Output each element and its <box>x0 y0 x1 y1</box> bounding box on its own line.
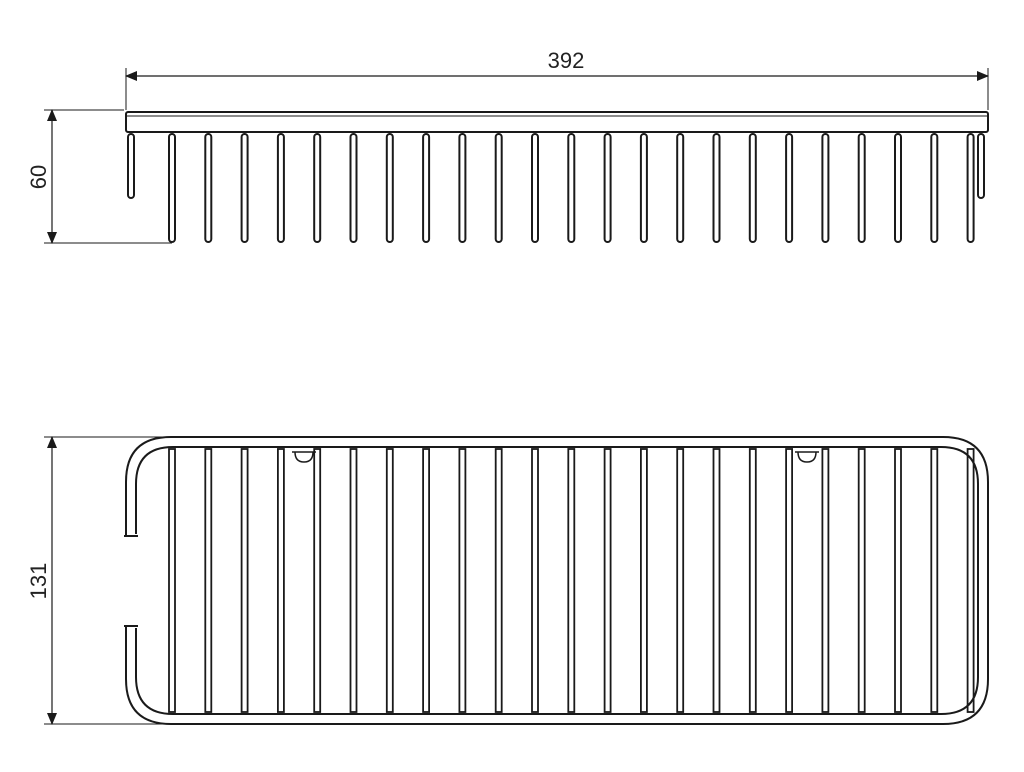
height-label: 60 <box>26 165 51 189</box>
plan-rod <box>640 448 648 713</box>
plan-rod <box>313 448 322 713</box>
end-rod-left <box>127 133 135 199</box>
inner-frame <box>135 446 979 715</box>
plan-rod <box>966 448 975 713</box>
plan-rod <box>168 448 176 713</box>
plan-rod <box>603 448 612 713</box>
side-rods <box>168 133 975 243</box>
side-rod <box>276 133 285 243</box>
plan-rod <box>349 448 358 713</box>
side-rod <box>567 133 576 243</box>
plan-rod <box>567 448 576 713</box>
plan-rod <box>930 448 939 713</box>
side-rod <box>676 133 685 243</box>
plan-rod <box>422 448 431 713</box>
plan-rod <box>240 448 249 713</box>
side-rod <box>168 133 176 243</box>
side-rod <box>385 133 394 243</box>
plan-rod <box>748 448 757 713</box>
side-rod <box>458 133 467 243</box>
side-rod <box>422 133 431 243</box>
side-rod <box>531 133 539 243</box>
plan-rod <box>204 448 213 713</box>
plan-rod <box>676 448 685 713</box>
side-rod <box>748 133 757 243</box>
plan-rod <box>276 448 285 713</box>
mounting-hook-right <box>795 451 819 463</box>
width-dimension: 392 <box>125 48 989 110</box>
side-rod <box>785 133 794 243</box>
side-rod <box>894 133 902 243</box>
side-rod <box>857 133 866 243</box>
plan-rod <box>785 448 793 713</box>
plan-rod <box>458 448 467 713</box>
plan-rod <box>821 448 830 713</box>
plan-view: 131 <box>26 436 989 725</box>
side-rod <box>313 133 322 243</box>
depth-label: 131 <box>26 563 51 600</box>
plan-rod <box>494 448 503 713</box>
plan-rod <box>857 448 866 713</box>
outer-frame <box>125 436 989 725</box>
width-label: 392 <box>548 48 585 73</box>
height-dimension: 60 <box>26 109 172 244</box>
side-view: 392 60 <box>26 48 989 244</box>
plan-rod <box>385 448 394 713</box>
plan-rod <box>712 448 721 713</box>
side-rod <box>240 133 249 243</box>
mounting-hook-left <box>292 451 316 463</box>
end-rod-right <box>977 133 985 199</box>
plan-rod <box>531 448 539 713</box>
depth-dimension: 131 <box>26 436 170 725</box>
side-rod <box>966 133 975 243</box>
top-rail <box>125 111 989 133</box>
side-rod <box>603 133 612 243</box>
side-rod <box>712 133 721 243</box>
side-rod <box>639 133 648 243</box>
plan-rod <box>894 448 902 713</box>
side-rod <box>930 133 939 243</box>
side-rod <box>821 133 830 243</box>
plan-rods <box>168 448 975 713</box>
side-rod <box>349 133 358 243</box>
side-rod <box>204 133 213 243</box>
side-rod <box>494 133 503 243</box>
